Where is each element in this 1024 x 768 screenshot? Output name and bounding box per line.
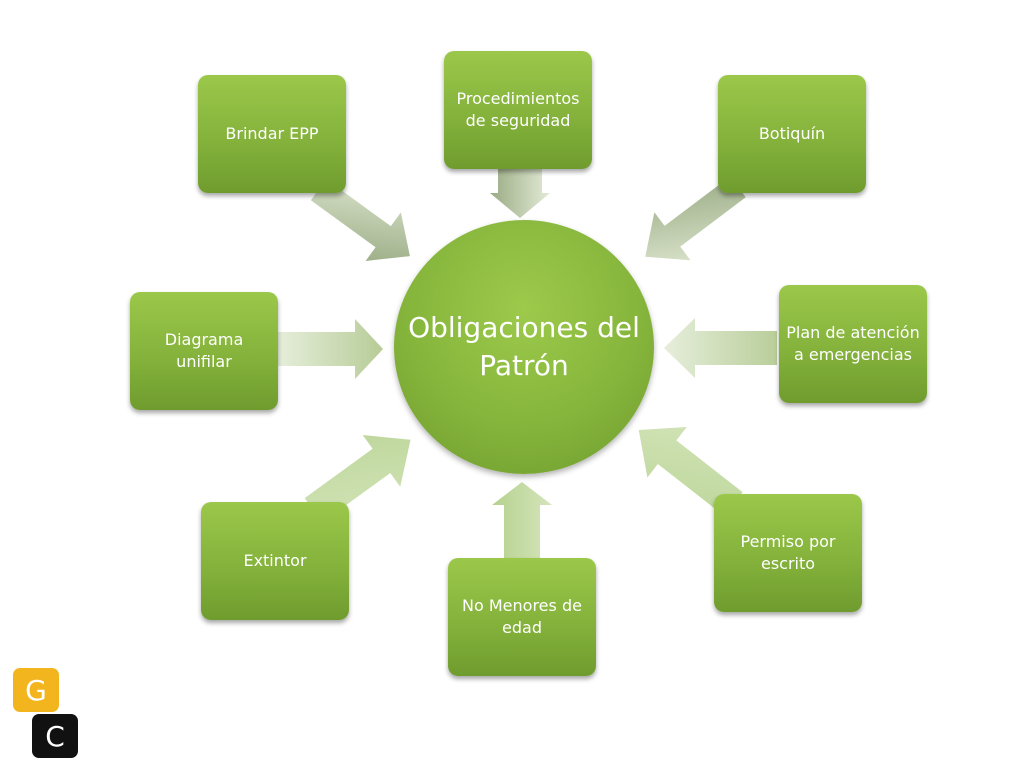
node-brindar-epp: Brindar EPP (198, 75, 346, 193)
node-label: Plan de atención a emergencias (786, 323, 920, 364)
node-label: No Menores de edad (462, 596, 582, 637)
center-label: Obligaciones del Patrón (408, 311, 640, 382)
arrow-extintor (304, 435, 411, 523)
arrow-permiso (638, 427, 743, 516)
logo-g-tile: G (13, 668, 59, 712)
logo-g-letter: G (25, 673, 47, 707)
node-procedimientos-seguridad: Procedimientos de seguridad (444, 51, 592, 169)
node-label: Brindar EPP (225, 124, 319, 143)
node-label: Extintor (243, 551, 307, 570)
arrow-procedimientos (490, 161, 550, 218)
node-label: Procedimientos de seguridad (456, 89, 580, 130)
node-botiquin: Botiquín (718, 75, 866, 193)
arrow-botiquin (645, 176, 746, 261)
arrow-plan-atencion (664, 318, 777, 378)
node-label: Diagrama unifilar (164, 330, 244, 371)
logo-c-tile: C (32, 714, 78, 758)
node-extintor: Extintor (201, 502, 349, 620)
logo-c-letter: C (45, 719, 65, 753)
node-label: Permiso por escrito (740, 532, 836, 573)
node-plan-atencion-emergencias: Plan de atención a emergencias (779, 285, 927, 403)
center-node-obligaciones: Obligaciones del Patrón (394, 220, 654, 474)
node-label: Botiquín (758, 124, 826, 143)
node-no-menores-edad: No Menores de edad (448, 558, 596, 676)
arrow-brindar-epp (310, 179, 410, 261)
arrow-diagrama-unifilar (278, 319, 383, 379)
node-diagrama-unifilar: Diagrama unifilar (130, 292, 278, 410)
arrow-no-menores (492, 482, 552, 560)
node-permiso-escrito: Permiso por escrito (714, 494, 862, 612)
